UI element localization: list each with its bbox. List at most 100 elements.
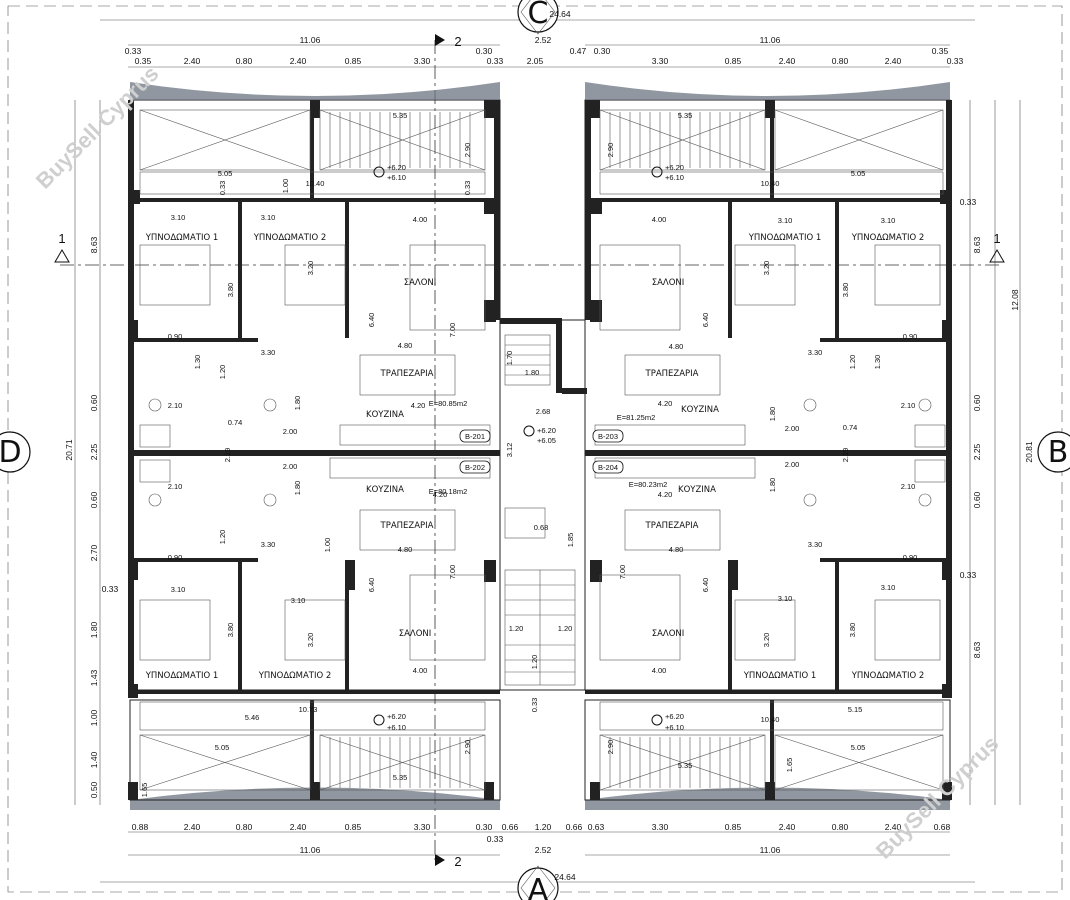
- svg-text:0.90: 0.90: [903, 332, 918, 341]
- svg-text:3.30: 3.30: [261, 540, 276, 549]
- dims-right: 0.33 8.63 0.60 2.25 0.60 0.33 8.63: [960, 197, 982, 658]
- svg-text:0.30: 0.30: [594, 46, 611, 56]
- svg-text:E=80.23m2: E=80.23m2: [629, 480, 668, 489]
- svg-text:1.20: 1.20: [218, 365, 227, 380]
- svg-text:ΥΠΝΟΔΩΜΑΤΙΟ 1: ΥΠΝΟΔΩΜΑΤΙΟ 1: [748, 233, 822, 243]
- svg-text:ΤΡΑΠΕΖΑΡΙΑ: ΤΡΑΠΕΖΑΡΙΑ: [645, 369, 699, 379]
- svg-text:0.90: 0.90: [168, 553, 183, 562]
- svg-text:2.00: 2.00: [785, 460, 800, 469]
- svg-text:2.70: 2.70: [89, 544, 99, 561]
- svg-text:B-202: B-202: [465, 463, 485, 472]
- svg-text:2.40: 2.40: [885, 56, 902, 66]
- svg-text:6.40: 6.40: [367, 313, 376, 328]
- svg-text:2.10: 2.10: [168, 482, 183, 491]
- svg-text:3.30: 3.30: [414, 56, 431, 66]
- section-mark-bottom: 2: [454, 854, 461, 869]
- svg-text:3.30: 3.30: [808, 348, 823, 357]
- svg-text:0.60: 0.60: [972, 394, 982, 411]
- watermark-top-left: BuySell Cyprus: [31, 61, 164, 194]
- svg-text:0.47: 0.47: [570, 46, 587, 56]
- svg-text:4.80: 4.80: [398, 341, 413, 350]
- svg-text:B-201: B-201: [465, 432, 485, 441]
- dim-right-upper: 12.08: [1010, 289, 1020, 311]
- svg-text:3.20: 3.20: [762, 261, 771, 276]
- svg-text:0.33: 0.33: [125, 46, 142, 56]
- building-outline: [129, 82, 951, 810]
- svg-text:1.43: 1.43: [89, 669, 99, 686]
- axis-label-top: C: [528, 0, 549, 31]
- svg-text:1.20: 1.20: [530, 655, 539, 670]
- svg-text:ΚΟΥΖΙΝΑ: ΚΟΥΖΙΝΑ: [366, 485, 404, 495]
- svg-text:10.73: 10.73: [299, 705, 318, 714]
- svg-text:1.30: 1.30: [873, 355, 882, 370]
- svg-text:ΥΠΝΟΔΩΜΑΤΙΟ 2: ΥΠΝΟΔΩΜΑΤΙΟ 2: [851, 671, 925, 681]
- svg-text:E=81.25m2: E=81.25m2: [617, 413, 656, 422]
- svg-text:0.60: 0.60: [89, 394, 99, 411]
- svg-text:1.20: 1.20: [218, 530, 227, 545]
- svg-text:1.85: 1.85: [566, 533, 575, 548]
- svg-text:1.00: 1.00: [323, 538, 332, 553]
- svg-text:2.40: 2.40: [779, 56, 796, 66]
- svg-text:5.15: 5.15: [848, 705, 863, 714]
- svg-text:0.66: 0.66: [566, 822, 583, 832]
- svg-text:0.60: 0.60: [972, 491, 982, 508]
- svg-text:4.20: 4.20: [658, 399, 673, 408]
- dim-half-bottom-right: 11.06: [760, 845, 781, 855]
- svg-text:ΣΑΛΟΝΙ: ΣΑΛΟΝΙ: [404, 278, 437, 288]
- svg-text:2.68: 2.68: [536, 407, 551, 416]
- dim-height-right: 20.81: [1024, 441, 1034, 463]
- dimension-lines: [74, 19, 1021, 883]
- svg-text:3.10: 3.10: [778, 594, 793, 603]
- svg-text:10.40: 10.40: [761, 179, 780, 188]
- svg-text:1.80: 1.80: [768, 407, 777, 422]
- svg-text:+6.10: +6.10: [665, 723, 684, 732]
- svg-text:+6.05: +6.05: [537, 436, 556, 445]
- svg-text:5.35: 5.35: [678, 111, 693, 120]
- svg-text:7.00: 7.00: [448, 565, 457, 580]
- svg-text:4.80: 4.80: [669, 342, 684, 351]
- svg-text:1.40: 1.40: [89, 751, 99, 768]
- svg-text:2.90: 2.90: [463, 143, 472, 158]
- svg-text:0.33: 0.33: [960, 197, 977, 207]
- svg-text:ΣΑΛΟΝΙ: ΣΑΛΟΝΙ: [652, 278, 685, 288]
- svg-text:1.65: 1.65: [140, 783, 149, 798]
- dim-half-top-right: 11.06: [760, 35, 781, 45]
- svg-text:0.33: 0.33: [960, 570, 977, 580]
- svg-text:2.19: 2.19: [223, 448, 232, 463]
- axis-label-left: D: [0, 435, 22, 470]
- svg-text:4.00: 4.00: [652, 215, 667, 224]
- svg-text:0.85: 0.85: [345, 56, 362, 66]
- svg-text:1.00: 1.00: [281, 179, 290, 194]
- svg-text:2.00: 2.00: [283, 427, 298, 436]
- svg-text:3.10: 3.10: [171, 585, 186, 594]
- svg-text:0.74: 0.74: [843, 423, 858, 432]
- dim-height-left: 20.71: [64, 439, 74, 461]
- svg-text:0.33: 0.33: [487, 834, 504, 844]
- svg-text:1.80: 1.80: [293, 481, 302, 496]
- walls: [128, 100, 952, 800]
- svg-text:3.80: 3.80: [226, 283, 235, 298]
- svg-text:1.80: 1.80: [89, 621, 99, 638]
- svg-text:1.70: 1.70: [505, 351, 514, 366]
- svg-text:6.40: 6.40: [701, 313, 710, 328]
- svg-text:ΣΑΛΟΝΙ: ΣΑΛΟΝΙ: [652, 629, 685, 639]
- svg-text:3.10: 3.10: [778, 216, 793, 225]
- svg-text:1.80: 1.80: [768, 478, 777, 493]
- svg-text:ΥΠΝΟΔΩΜΑΤΙΟ 2: ΥΠΝΟΔΩΜΑΤΙΟ 2: [851, 233, 925, 243]
- svg-text:4.20: 4.20: [411, 401, 426, 410]
- svg-text:2.10: 2.10: [168, 401, 183, 410]
- svg-text:4.00: 4.00: [413, 666, 428, 675]
- dims-bottom-row: 0.88 2.40 0.80 2.40 0.85 3.30 0.30 0.66 …: [132, 822, 951, 844]
- svg-text:2.40: 2.40: [779, 822, 796, 832]
- svg-text:0.66: 0.66: [502, 822, 519, 832]
- svg-text:ΤΡΑΠΕΖΑΡΙΑ: ΤΡΑΠΕΖΑΡΙΑ: [380, 369, 434, 379]
- svg-text:E=80.85m2: E=80.85m2: [429, 399, 468, 408]
- veranda-hatching: [139, 109, 944, 791]
- svg-text:3.10: 3.10: [291, 596, 306, 605]
- svg-text:3.10: 3.10: [881, 216, 896, 225]
- svg-text:3.10: 3.10: [171, 213, 186, 222]
- site-boundary: [7, 5, 1063, 893]
- svg-text:ΥΠΝΟΔΩΜΑΤΙΟ 1: ΥΠΝΟΔΩΜΑΤΙΟ 1: [145, 233, 219, 243]
- svg-text:5.35: 5.35: [393, 773, 408, 782]
- svg-text:4.20: 4.20: [433, 490, 448, 499]
